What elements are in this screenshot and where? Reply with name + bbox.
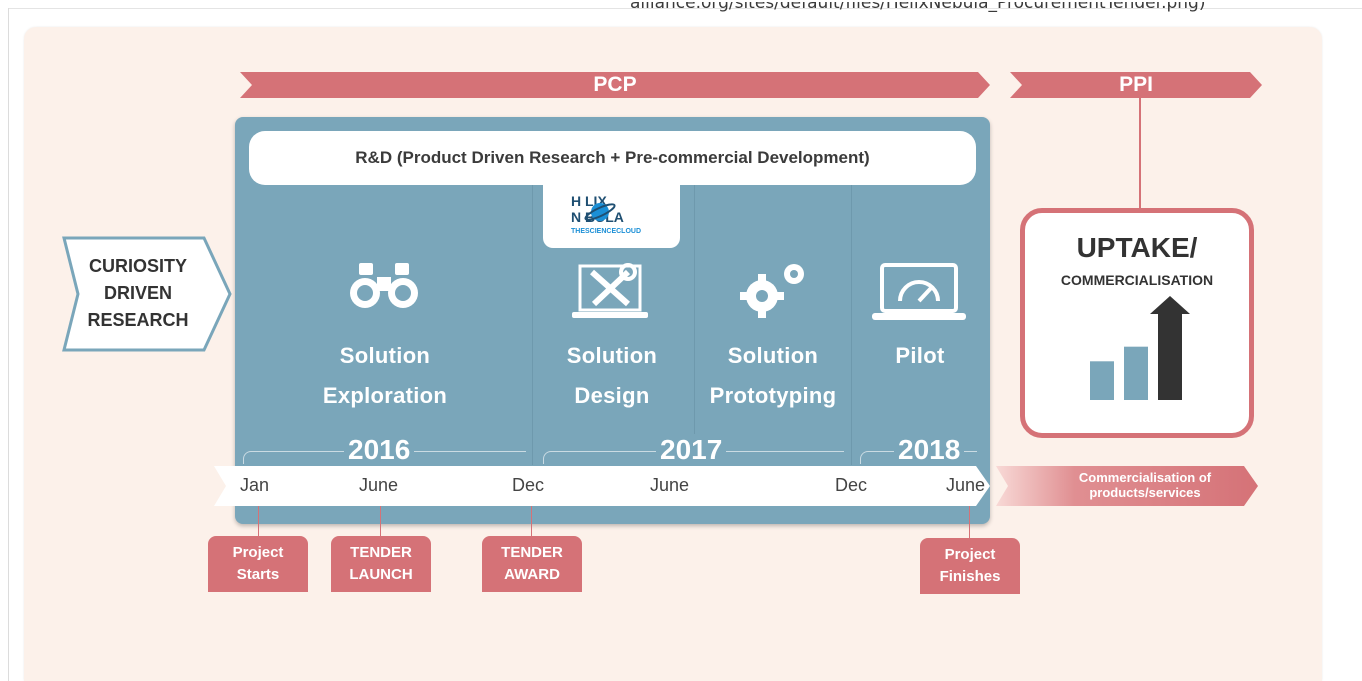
phase-line-1: Solution	[727, 343, 819, 368]
milestone-project-starts: Project Starts	[208, 536, 308, 592]
phase-divider	[694, 185, 695, 465]
timeline-arrow	[214, 466, 990, 506]
rnd-title: R&D (Product Driven Research + Pre-comme…	[249, 131, 976, 185]
phase-line-1: Solution	[339, 343, 431, 368]
milestone-line-1: TENDER	[350, 544, 412, 561]
design-tools-icon	[572, 263, 648, 318]
helix-nebula-logo: H LIX N BULA THESCIENCECLOUD	[543, 184, 680, 248]
curiosity-arrow-box	[62, 236, 232, 352]
month-jan-2016: Jan	[240, 475, 270, 495]
phase-line-1: Pilot	[895, 343, 945, 368]
growth-arrow-bar	[1158, 314, 1182, 400]
month-june-2017: June	[650, 475, 690, 495]
curiosity-line-1: CURIOSITY	[88, 256, 187, 276]
month-dec-2016: Dec	[512, 475, 545, 495]
growth-arrow-head	[1150, 296, 1190, 314]
milestone-connector	[531, 506, 532, 536]
growth-bar	[1090, 361, 1114, 400]
commercialisation-label: Commercialisation of products/services	[1078, 470, 1212, 500]
milestone-line-1: Project	[944, 546, 996, 563]
milestone-line-2: AWARD	[504, 566, 560, 583]
ppi-connector-line	[1139, 97, 1141, 209]
laptop-gauge-icon	[872, 263, 966, 320]
gears-icon	[740, 264, 804, 318]
curiosity-line-2: DRIVEN	[103, 283, 172, 303]
year-2018: 2018	[894, 434, 965, 466]
uptake-title: UPTAKE/	[1076, 232, 1198, 263]
uptake-subtitle: COMMERCIALISATION	[1060, 272, 1214, 288]
growth-bar	[1124, 346, 1148, 400]
milestone-project-finishes: Project Finishes	[920, 538, 1020, 594]
pcp-label: PCP	[593, 73, 637, 96]
growth-chart-icon	[1090, 296, 1190, 400]
milestone-line-2: Finishes	[939, 568, 1001, 585]
phase-line-1: Solution	[566, 343, 658, 368]
clipped-url-text: alliance.org/sites/default/files/HelixNe…	[630, 2, 1270, 20]
milestone-tender-award: TENDER AWARD	[482, 536, 582, 592]
pcp-banner	[240, 72, 990, 98]
curiosity-label: CURIOSITY DRIVEN RESEARCH	[74, 253, 202, 334]
phase-divider	[851, 185, 852, 465]
frame-top-border	[8, 8, 1362, 9]
logo-swirl-icon	[584, 203, 616, 221]
phase-line-2: Prototyping	[709, 383, 837, 408]
ppi-banner	[1010, 72, 1262, 98]
phase-line-2: Exploration	[322, 383, 448, 408]
milestone-line-2: Starts	[236, 566, 280, 583]
month-june-2018: June	[946, 475, 986, 495]
binoculars-icon	[350, 263, 418, 308]
milestone-line-1: Project	[232, 544, 284, 561]
milestone-tender-launch: TENDER LAUNCH	[331, 536, 431, 592]
milestone-connector	[380, 506, 381, 536]
phase-solution-exploration: Solution Exploration	[300, 336, 470, 416]
phase-solution-design: Solution Design	[537, 336, 687, 416]
milestone-line-2: LAUNCH	[349, 566, 413, 583]
url-fragment: alliance.org/sites/default/files/HelixNe…	[630, 2, 1206, 13]
milestone-connector	[258, 506, 259, 536]
year-2017: 2017	[656, 434, 727, 466]
frame-left-border	[8, 8, 9, 681]
logo-subtitle: THESCIENCECLOUD	[571, 228, 642, 235]
phase-line-2: Design	[574, 383, 650, 408]
phase-solution-prototyping: Solution Prototyping	[696, 336, 850, 416]
curiosity-line-3: RESEARCH	[87, 310, 189, 330]
commercialisation-arrow	[996, 466, 1258, 506]
month-dec-2017: Dec	[835, 475, 868, 495]
milestone-connector	[969, 506, 970, 538]
milestone-line-1: TENDER	[501, 544, 563, 561]
phase-divider	[532, 185, 533, 465]
month-june-2016: June	[359, 475, 399, 495]
year-2016: 2016	[344, 434, 415, 466]
ppi-label: PPI	[1119, 73, 1153, 96]
phase-pilot: Pilot	[855, 336, 985, 376]
